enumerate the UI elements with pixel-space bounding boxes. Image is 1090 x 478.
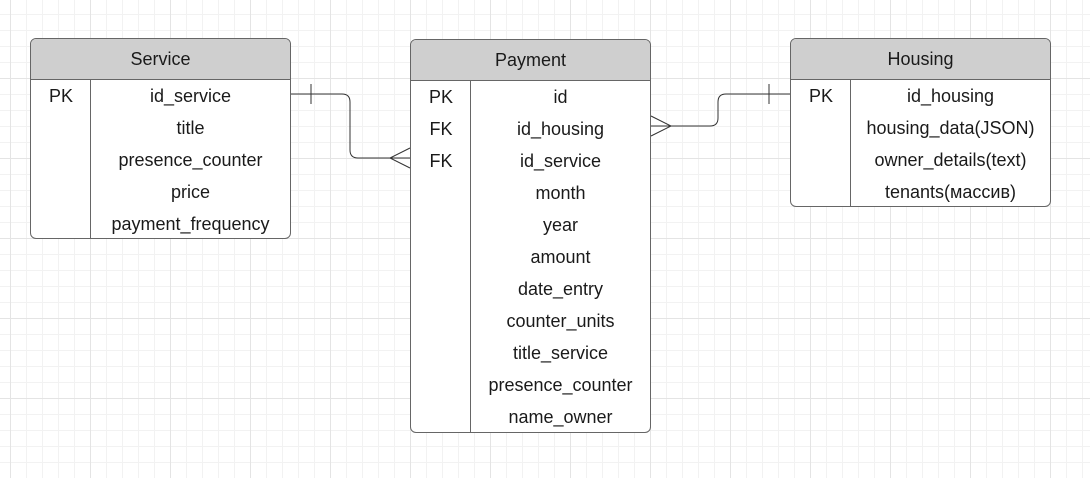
service-entity-body: PK id_service title presence_counter pric… bbox=[31, 80, 290, 238]
row-field: id_service bbox=[149, 86, 232, 106]
row-field: title bbox=[176, 118, 205, 138]
row-field: price bbox=[170, 182, 210, 202]
row-field: id_service bbox=[519, 151, 602, 171]
entity-row: tenants(массив) bbox=[791, 176, 1050, 206]
housing-payment-connector[interactable] bbox=[650, 84, 790, 137]
row-key: PK bbox=[428, 87, 453, 107]
entity-row: price bbox=[31, 176, 290, 208]
many-marker-payment-service bbox=[388, 147, 411, 169]
entity-row: title bbox=[31, 112, 290, 144]
row-field: date_entry bbox=[517, 279, 604, 299]
payment-entity-title: Payment bbox=[411, 40, 650, 81]
key-column-divider bbox=[31, 80, 91, 238]
housing-entity-body: PK id_housing housing_data(JSON) owner_de… bbox=[791, 80, 1050, 206]
entity-row: name_owner bbox=[411, 401, 650, 432]
row-key: FK bbox=[429, 151, 453, 171]
entity-row: date_entry bbox=[411, 273, 650, 305]
row-key: PK bbox=[48, 86, 73, 106]
entity-row: owner_details(text) bbox=[791, 144, 1050, 176]
payment-entity-body: PK id FK id_housing FK id_service month yea… bbox=[411, 81, 650, 432]
row-field: counter_units bbox=[506, 311, 615, 331]
entity-row: PK id_housing bbox=[791, 80, 1050, 112]
row-field: year bbox=[542, 215, 578, 235]
row-field: title_service bbox=[512, 343, 609, 363]
row-field: id bbox=[553, 87, 568, 107]
row-field: presence_counter bbox=[118, 150, 263, 170]
service-payment-connector[interactable] bbox=[291, 84, 411, 169]
row-field: name_owner bbox=[508, 407, 613, 427]
entity-row: FK id_service bbox=[411, 145, 650, 177]
service-entity[interactable]: Service PK id_service title presence_coun… bbox=[30, 38, 291, 239]
service-payment-line bbox=[291, 93, 410, 159]
key-column-divider bbox=[791, 80, 851, 206]
row-field: payment_frequency bbox=[111, 214, 270, 234]
housing-entity[interactable]: Housing PK id_housing housing_data(JSON) … bbox=[790, 38, 1051, 207]
row-field: month bbox=[535, 183, 586, 203]
row-field: id_housing bbox=[516, 119, 605, 139]
row-key: FK bbox=[429, 119, 453, 139]
payment-entity[interactable]: Payment PK id FK id_housing FK id_service m… bbox=[410, 39, 651, 433]
entity-row: month bbox=[411, 177, 650, 209]
entity-row: year bbox=[411, 209, 650, 241]
service-entity-title: Service bbox=[31, 39, 290, 80]
entity-row: title_service bbox=[411, 337, 650, 369]
row-field: presence_counter bbox=[488, 375, 633, 395]
row-field: owner_details(text) bbox=[874, 150, 1027, 170]
entity-row: housing_data(JSON) bbox=[791, 112, 1050, 144]
row-field: amount bbox=[530, 247, 591, 267]
entity-row: counter_units bbox=[411, 305, 650, 337]
entity-row: FK id_housing bbox=[411, 113, 650, 145]
entity-row: PK id_service bbox=[31, 80, 290, 112]
entity-row: PK id bbox=[411, 81, 650, 113]
many-marker-payment-housing bbox=[650, 115, 673, 137]
housing-entity-title: Housing bbox=[791, 39, 1050, 80]
row-key: PK bbox=[808, 86, 833, 106]
row-field: tenants(массив) bbox=[884, 182, 1017, 202]
row-field: housing_data(JSON) bbox=[866, 118, 1035, 138]
key-column-divider bbox=[411, 81, 471, 432]
entity-row: presence_counter bbox=[411, 369, 650, 401]
housing-payment-line bbox=[651, 93, 790, 127]
entity-row: payment_frequency bbox=[31, 208, 290, 238]
entity-row: amount bbox=[411, 241, 650, 273]
entity-row: presence_counter bbox=[31, 144, 290, 176]
row-field: id_housing bbox=[906, 86, 995, 106]
